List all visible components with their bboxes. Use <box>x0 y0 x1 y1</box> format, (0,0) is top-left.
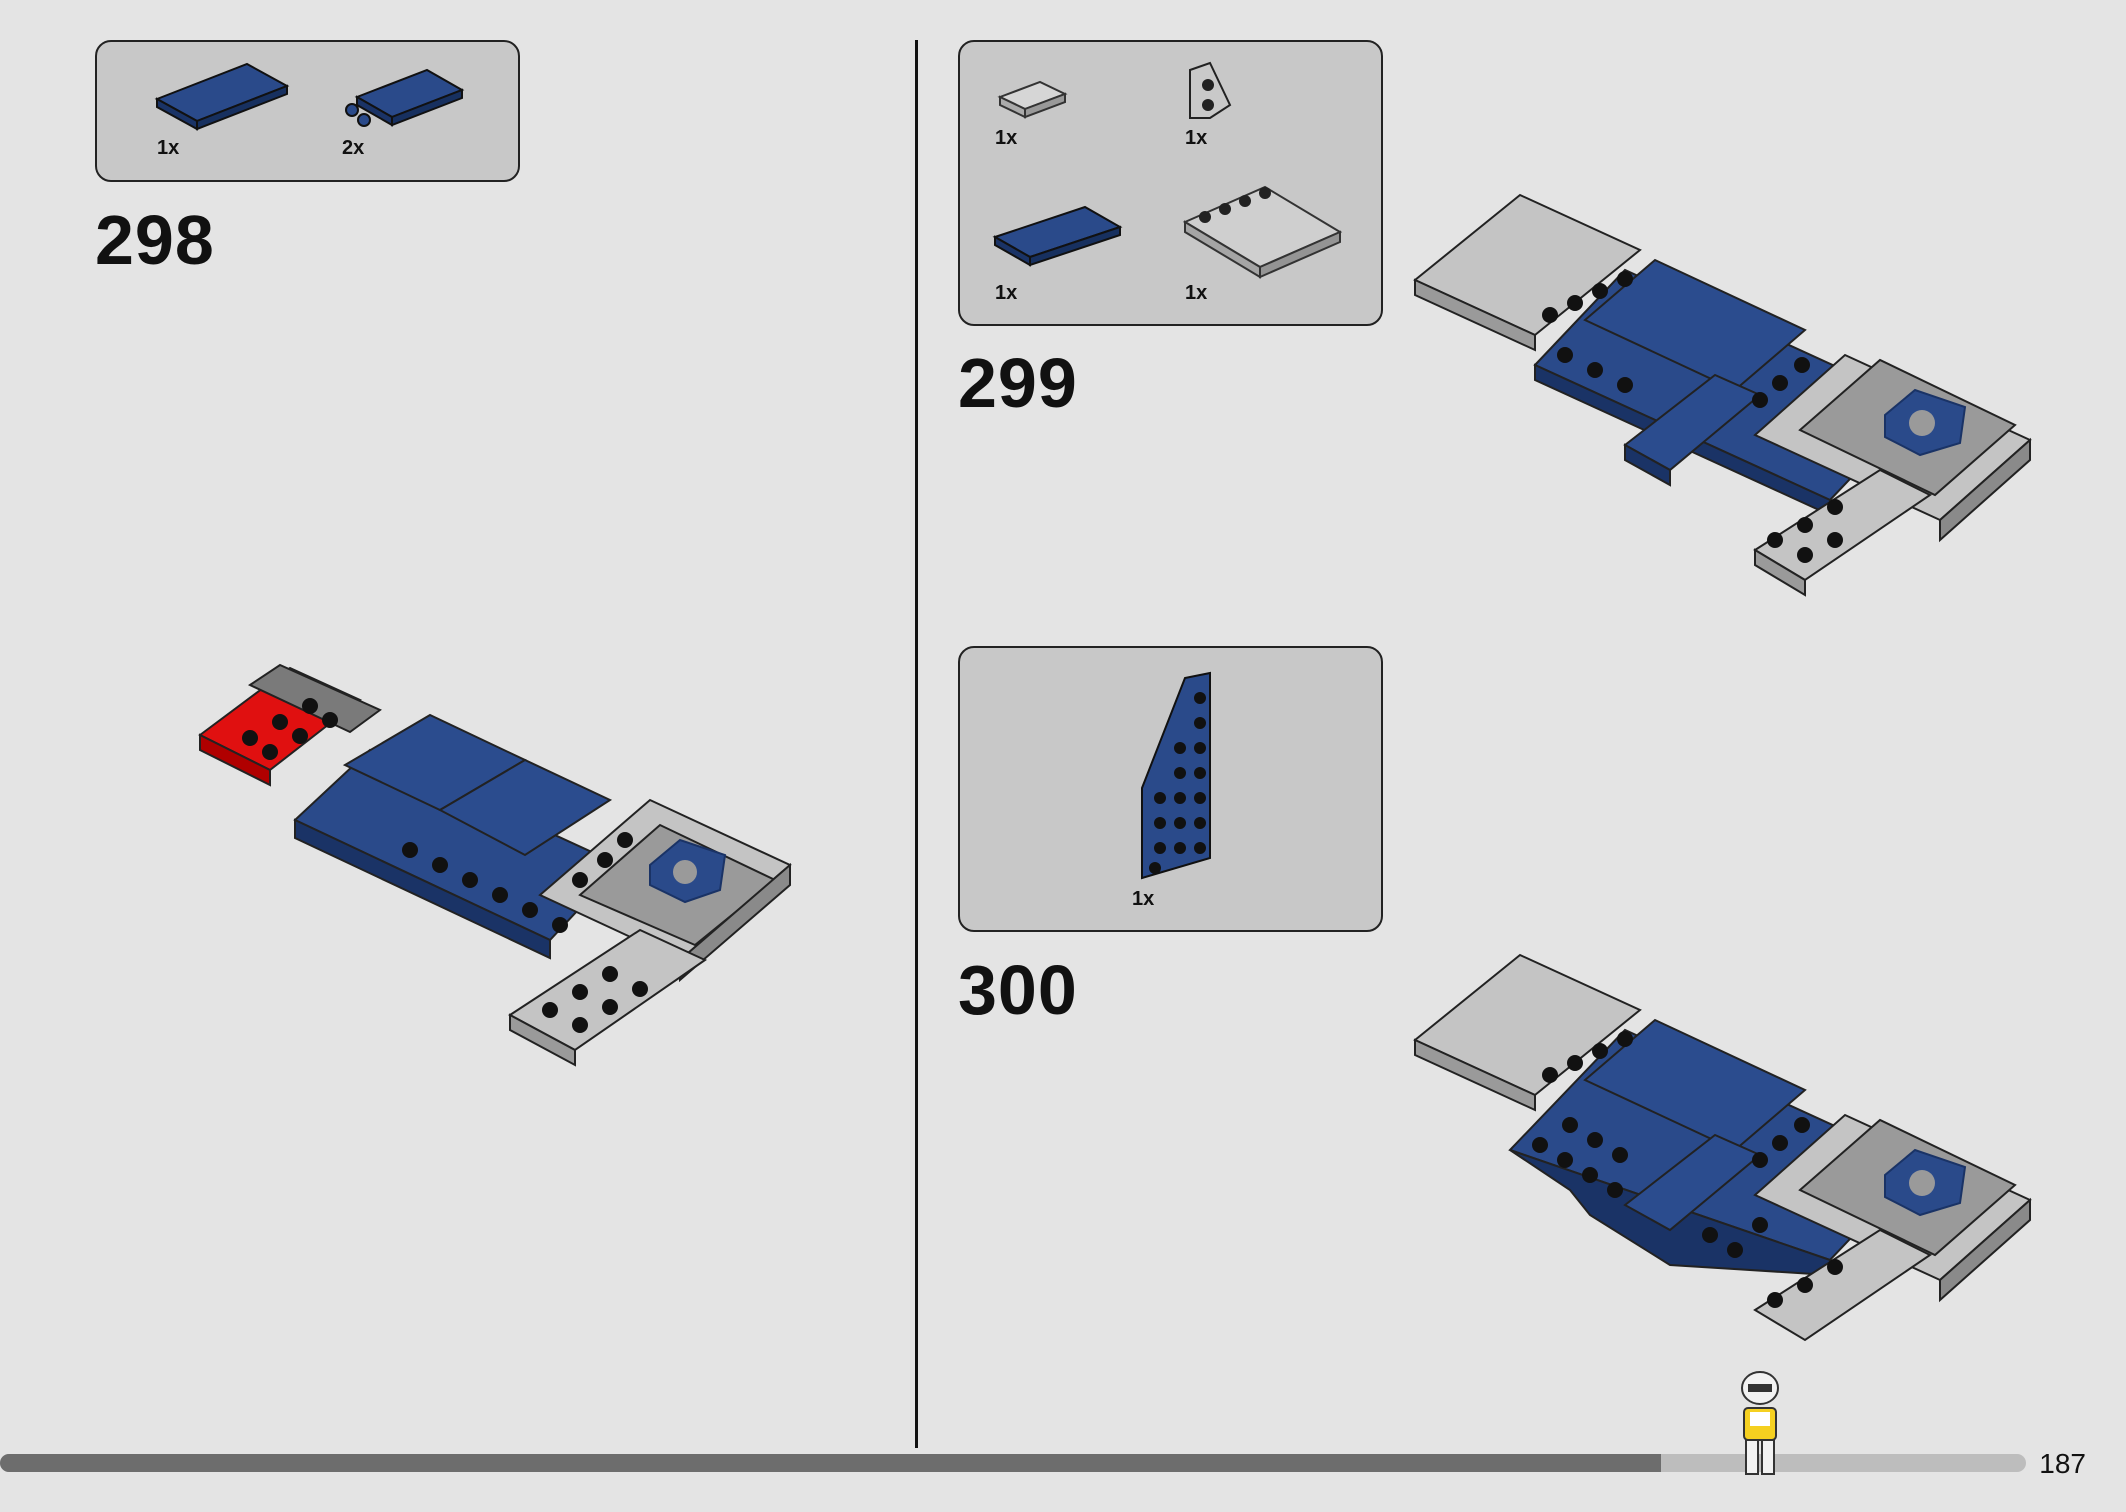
parts-box-step-300: 1x <box>958 646 1383 932</box>
blue-clip-plate-icon <box>345 68 465 127</box>
part-qty: 1x <box>157 137 180 159</box>
blue-wedge-plate-icon <box>1141 671 1211 880</box>
blue-tile-2x4-icon <box>992 205 1123 267</box>
part-qty: 1x <box>1132 888 1155 910</box>
step-number-300: 300 <box>958 951 1078 1029</box>
part-qty: 1x <box>1185 127 1208 149</box>
step-number-298: 298 <box>95 201 215 279</box>
page-divider <box>915 40 918 1448</box>
clone-trooper-figure-icon <box>1741 1371 1779 1475</box>
grey-wedge-bracket-icon <box>1189 61 1232 119</box>
parts-box-step-299: 1x 1x 1x 1x <box>958 40 1383 326</box>
progress-fill <box>0 1454 1662 1472</box>
page-number: 187 <box>2039 1448 2086 1479</box>
grey-plate-studs-icon <box>1182 185 1343 279</box>
build-progress-bar <box>0 1454 2026 1472</box>
part-qty: 2x <box>342 137 365 159</box>
blue-tile-2x4-icon <box>154 62 290 131</box>
grey-tile-1x2-icon <box>997 80 1068 119</box>
model-step-299 <box>1413 193 2032 597</box>
part-qty: 1x <box>995 282 1018 304</box>
part-qty: 1x <box>995 127 1018 149</box>
part-qty: 1x <box>1185 282 1208 304</box>
parts-box-step-298: 1x 2x <box>95 40 520 182</box>
model-step-300 <box>1413 953 2032 1342</box>
step-number-299: 299 <box>958 344 1078 422</box>
model-step-298 <box>198 663 792 1067</box>
